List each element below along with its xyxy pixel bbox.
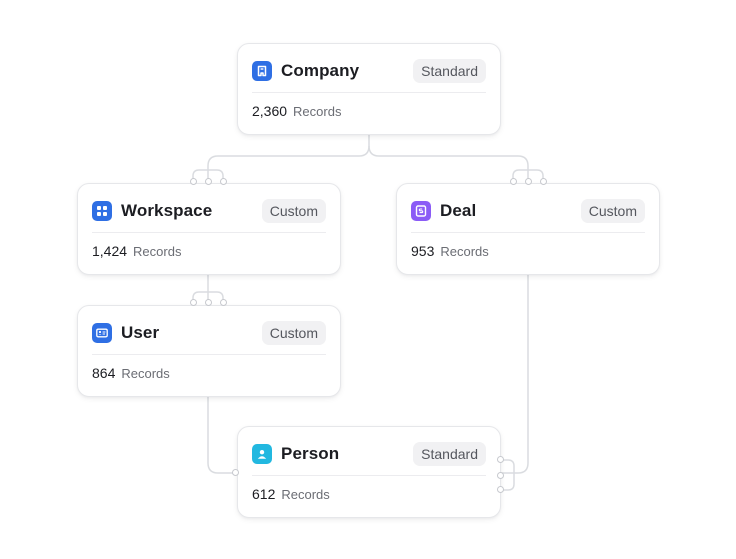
record-count: 953 [411, 243, 435, 259]
user-node-header: User Custom [92, 320, 326, 346]
divider [92, 354, 326, 355]
junction-dot [497, 486, 504, 493]
junction-dot [232, 469, 239, 476]
record-count: 612 [252, 486, 276, 502]
workspace-node[interactable]: Workspace Custom 1,424 Records [77, 183, 341, 275]
person-node-name: Person [281, 444, 340, 463]
workspace-node-type-badge: Custom [261, 199, 326, 223]
company-node-type-badge: Standard [413, 59, 486, 83]
grid-icon [92, 201, 112, 221]
workspace-node-name: Workspace [121, 201, 213, 220]
user-node[interactable]: User Custom 864 Records [77, 305, 341, 397]
building-icon [252, 61, 272, 81]
junction-dot [205, 178, 212, 185]
user-node-records: 864 Records [92, 365, 170, 385]
person-icon [252, 444, 272, 464]
record-unit: Records [121, 366, 170, 381]
user-node-name: User [121, 323, 160, 342]
divider [252, 475, 486, 476]
junction-dot [190, 178, 197, 185]
deal-node[interactable]: Deal Custom 953 Records [396, 183, 660, 275]
company-node-records: 2,360 Records [252, 103, 341, 123]
divider [411, 232, 645, 233]
connector-company-branches [207, 134, 370, 182]
junction-dot [497, 472, 504, 479]
dollar-icon [411, 201, 431, 221]
junction-dot [190, 299, 197, 306]
person-node-type-badge: Standard [413, 442, 486, 466]
person-node-header: Person Standard [252, 441, 486, 467]
company-node-name: Company [281, 61, 360, 80]
deal-node-records: 953 Records [411, 243, 489, 263]
junction-dot [510, 178, 517, 185]
workspace-node-records: 1,424 Records [92, 243, 181, 263]
record-unit: Records [293, 104, 342, 119]
user-node-type-badge: Custom [261, 321, 326, 345]
junction-dot [205, 299, 212, 306]
junction-dot [220, 299, 227, 306]
junction-dot [497, 456, 504, 463]
deal-node-name: Deal [440, 201, 477, 220]
divider [92, 232, 326, 233]
record-count: 2,360 [252, 103, 288, 119]
record-unit: Records [281, 487, 330, 502]
company-node[interactable]: Company Standard 2,360 Records [237, 43, 501, 135]
deal-node-header: Deal Custom [411, 198, 645, 224]
record-unit: Records [440, 244, 489, 259]
junction-dot [220, 178, 227, 185]
person-node-records: 612 Records [252, 486, 330, 506]
person-node[interactable]: Person Standard 612 Records [237, 426, 501, 518]
id-card-icon [92, 323, 112, 343]
record-count: 1,424 [92, 243, 128, 259]
record-count: 864 [92, 365, 116, 381]
junction-dot [525, 178, 532, 185]
connector-deal-person [501, 275, 529, 474]
workspace-node-header: Workspace Custom [92, 198, 326, 224]
connector-user-person [207, 397, 236, 474]
company-node-header: Company Standard [252, 58, 486, 84]
deal-node-type-badge: Custom [580, 199, 645, 223]
junction-dot [540, 178, 547, 185]
record-unit: Records [133, 244, 182, 259]
divider [252, 92, 486, 93]
